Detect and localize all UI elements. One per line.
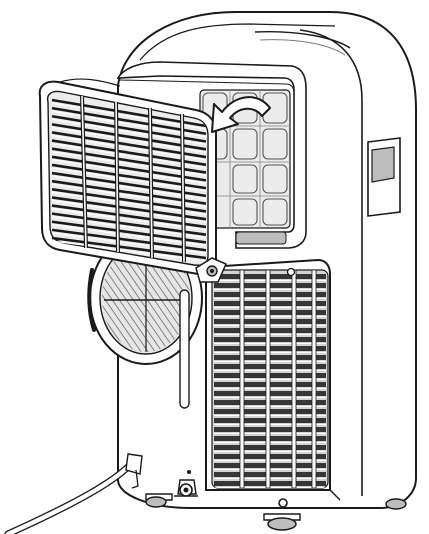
caster-wheel [145, 493, 173, 508]
curved-arrow-icon [211, 96, 271, 133]
screw-icon [286, 267, 296, 277]
screw-icon [187, 470, 191, 474]
exhaust-outlet [87, 231, 203, 365]
drain-slot [179, 289, 190, 409]
lower-air-intake-grille [205, 258, 341, 501]
top-vent-slot [259, 39, 346, 56]
side-panel-edge [299, 29, 363, 496]
filter-grille-door [38, 78, 227, 283]
power-cord [4, 453, 143, 534]
upper-filter-frame [116, 61, 307, 249]
side-handle-recess [367, 137, 401, 217]
drain-valve [174, 479, 198, 497]
screw-icon [278, 498, 288, 508]
top-edge-highlight [139, 23, 336, 61]
top-vent-slot [254, 30, 351, 49]
caster-wheel [263, 513, 301, 531]
caster-wheel [385, 498, 407, 510]
